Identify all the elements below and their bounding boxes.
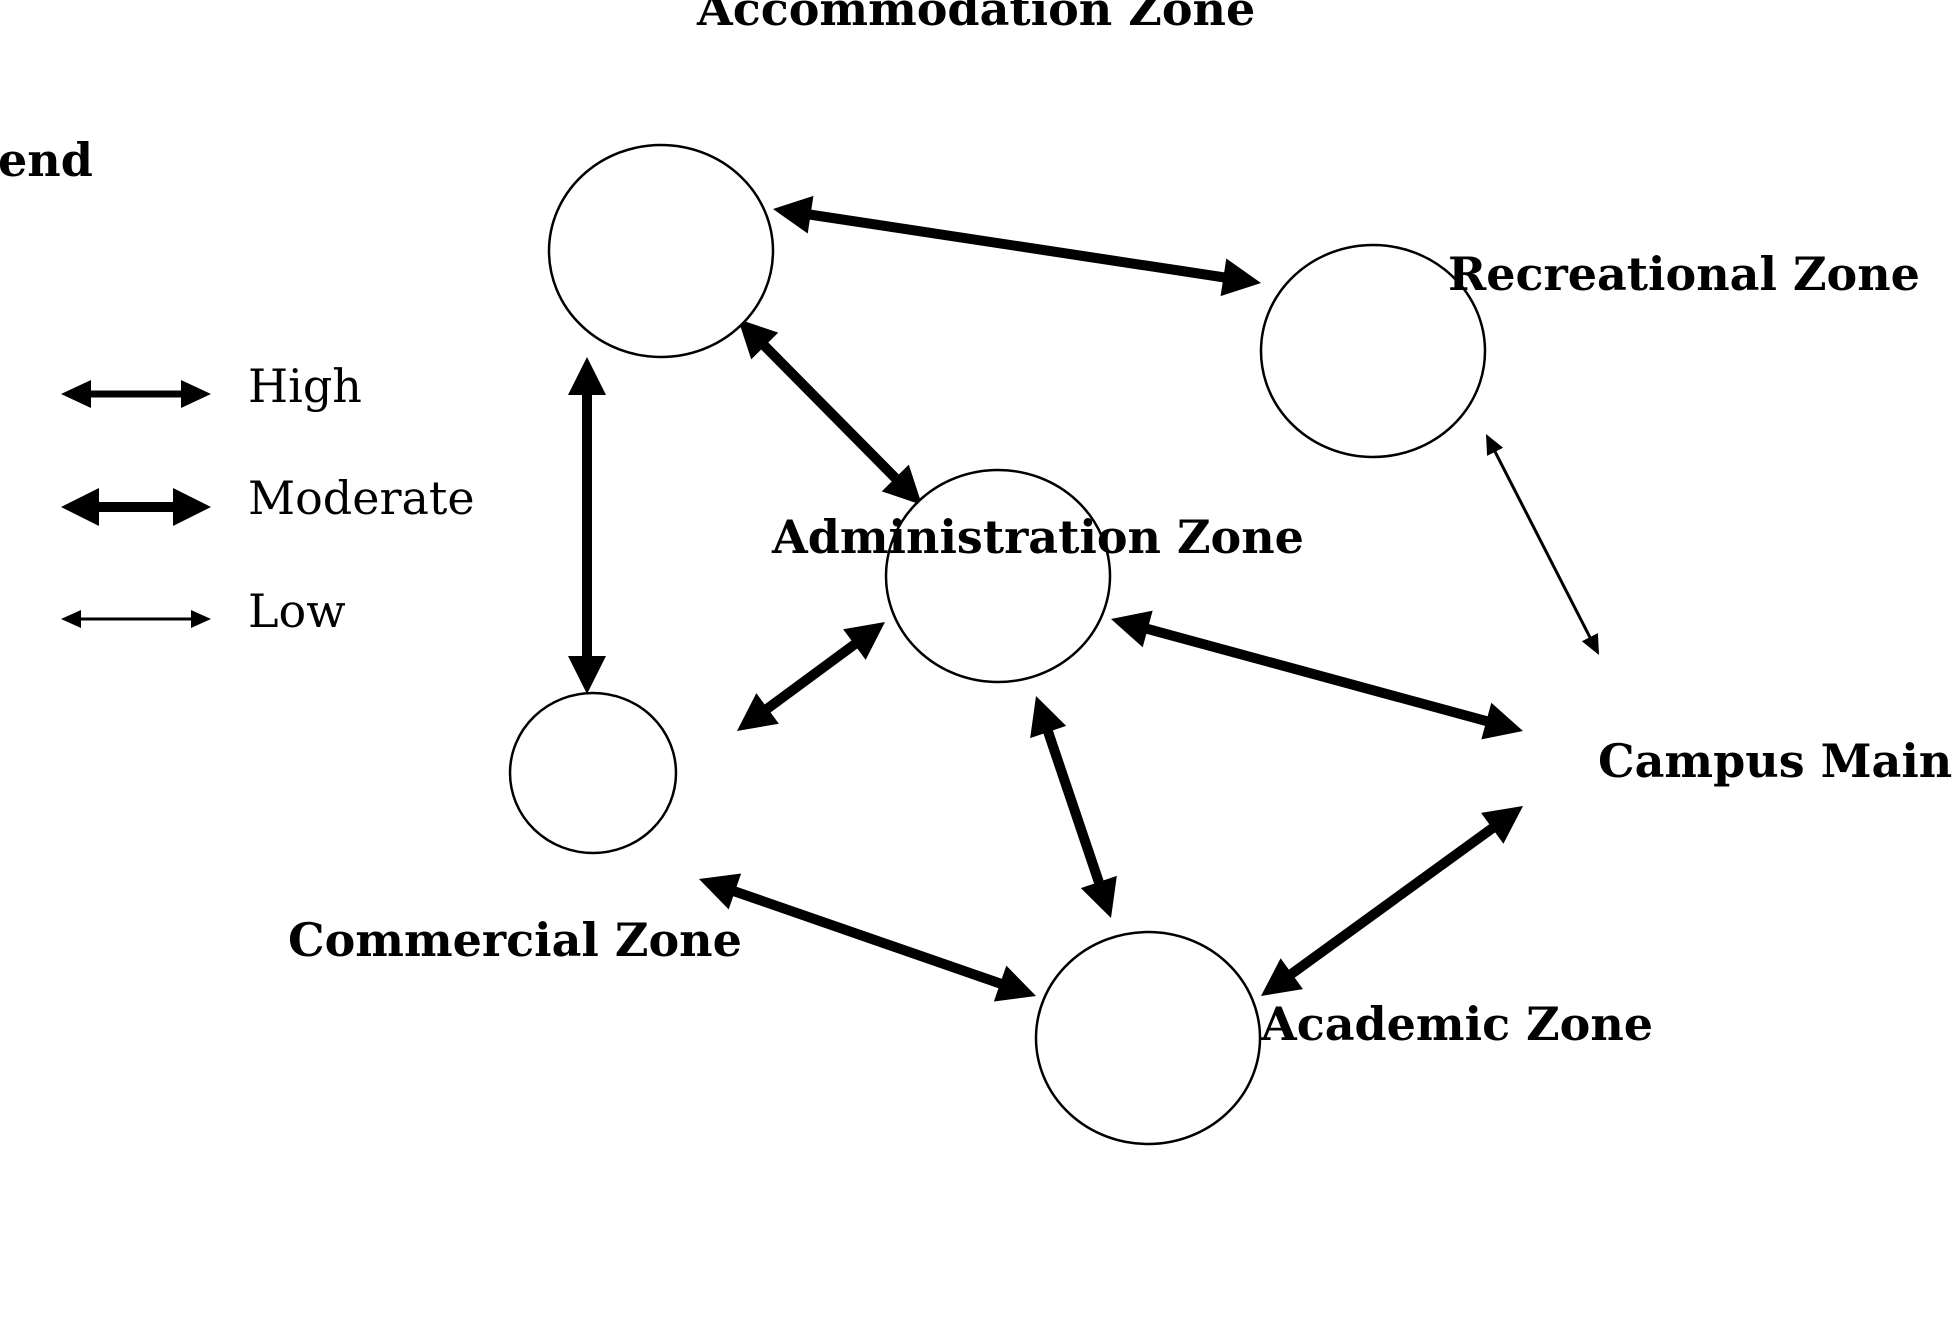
legend-arrow-low xyxy=(61,610,211,628)
legend-arrow-low-shape-head-end xyxy=(191,610,211,628)
legend-title: end xyxy=(0,133,93,187)
connection-academic-to-campus-main-entrance-head-start xyxy=(1261,958,1303,996)
legend-arrow-high xyxy=(61,380,211,408)
zone-campus-main-entrance-label: Campus Main En xyxy=(1598,734,1960,788)
connection-recreational-to-campus-main-entrance xyxy=(1486,434,1599,655)
legend-item-high: High xyxy=(61,359,362,413)
connection-commercial-to-academic-head-end xyxy=(993,965,1036,1002)
zone-recreational-label: Recreational Zone xyxy=(1448,247,1920,301)
connection-recreational-to-campus-main-entrance-shaft xyxy=(1492,449,1593,640)
zone-commercial-label: Commercial Zone xyxy=(288,913,742,967)
legend-arrow-moderate-shape xyxy=(61,488,211,526)
connection-recreational-to-campus-main-entrance-head-end xyxy=(1581,633,1599,655)
legend-label-low: Low xyxy=(248,584,346,638)
legend-arrow-moderate-shape-head-start xyxy=(61,488,99,526)
legend: end High Moderate Low xyxy=(0,133,475,638)
connection-administration-to-commercial xyxy=(737,622,885,731)
connection-commercial-to-academic-head-start xyxy=(699,873,742,910)
connections-layer xyxy=(568,195,1599,1002)
zone-commercial-circle xyxy=(508,691,678,855)
zone-accommodation-label: Accommodation Zone xyxy=(696,0,1255,36)
legend-label-moderate: Moderate xyxy=(248,471,475,525)
legend-arrow-high-shape xyxy=(61,380,211,408)
connection-academic-to-campus-main-entrance xyxy=(1261,806,1523,996)
zone-commercial: Commercial Zone xyxy=(288,691,742,967)
connection-administration-to-commercial-head-start xyxy=(843,622,885,660)
connection-academic-to-campus-main-entrance-shaft xyxy=(1285,822,1499,980)
connection-administration-to-campus-main-entrance-head-end xyxy=(1481,702,1523,740)
connection-administration-to-academic-head-end xyxy=(1080,875,1117,918)
zone-recreational: Recreational Zone xyxy=(1259,243,1920,459)
legend-arrow-high-shape-head-end xyxy=(181,380,211,408)
legend-arrow-moderate xyxy=(61,488,211,526)
zone-academic-circle xyxy=(1034,930,1262,1146)
connection-accommodation-to-recreational-shaft xyxy=(806,209,1228,283)
connection-accommodation-to-administration-head-end xyxy=(881,464,922,505)
legend-arrow-moderate-shape-head-end xyxy=(173,488,211,526)
connection-commercial-to-academic-shaft xyxy=(729,885,1006,990)
connection-administration-to-academic-head-start xyxy=(1030,696,1067,739)
connection-administration-to-commercial-head-end xyxy=(737,693,779,731)
connection-accommodation-to-recreational-head-start xyxy=(773,195,814,234)
zone-administration-label: Administration Zone xyxy=(771,510,1304,564)
connection-accommodation-to-recreational xyxy=(773,195,1261,297)
connection-accommodation-to-commercial-head-start xyxy=(568,357,606,395)
connection-accommodation-to-commercial xyxy=(568,357,606,694)
legend-arrow-low-shape xyxy=(61,610,211,628)
zone-recreational-circle xyxy=(1259,243,1487,459)
connection-commercial-to-academic xyxy=(699,873,1036,1002)
zone-academic: Academic Zone xyxy=(1034,930,1653,1146)
connection-accommodation-to-recreational-head-end xyxy=(1220,258,1261,297)
connection-accommodation-to-administration xyxy=(738,319,922,505)
connection-administration-to-campus-main-entrance-shaft xyxy=(1142,623,1492,727)
legend-item-moderate: Moderate xyxy=(61,471,475,526)
legend-label-high: High xyxy=(248,359,362,413)
connection-administration-to-academic-shaft xyxy=(1042,726,1105,888)
legend-arrow-high-shape-head-start xyxy=(61,380,91,408)
zone-accommodation: Accommodation Zone xyxy=(547,0,1255,359)
legend-item-low: Low xyxy=(61,584,346,638)
connection-administration-to-campus-main-entrance xyxy=(1111,610,1523,740)
connection-accommodation-to-commercial-head-end xyxy=(568,656,606,694)
connection-administration-to-commercial-shaft xyxy=(761,638,861,715)
zone-campus-main-entrance: Campus Main En xyxy=(1598,734,1960,788)
legend-arrow-low-shape-head-start xyxy=(61,610,81,628)
connection-recreational-to-campus-main-entrance-head-start xyxy=(1486,434,1504,456)
connection-administration-to-campus-main-entrance-head-start xyxy=(1111,610,1153,648)
connection-accommodation-to-administration-head-start xyxy=(738,319,779,360)
zone-administration-circle xyxy=(884,468,1112,684)
connection-administration-to-academic xyxy=(1030,696,1117,918)
zone-academic-label: Academic Zone xyxy=(1260,997,1653,1051)
connection-academic-to-campus-main-entrance-head-end xyxy=(1481,806,1523,844)
connection-accommodation-to-administration-shaft xyxy=(758,339,902,485)
zone-administration: Administration Zone xyxy=(771,468,1304,684)
zone-accommodation-circle xyxy=(547,143,775,359)
